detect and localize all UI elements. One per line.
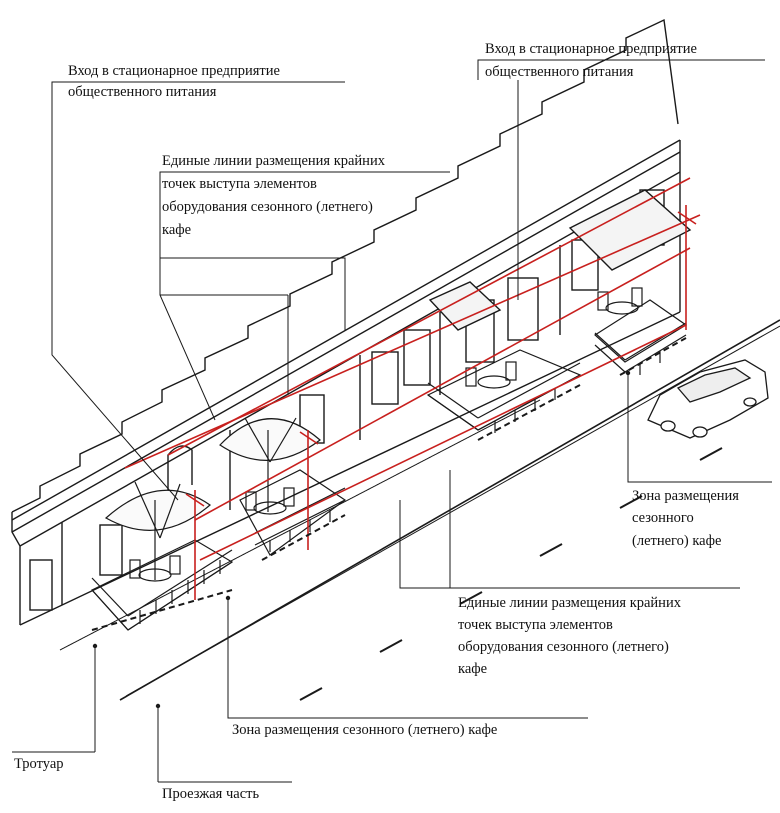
placement-lines <box>124 177 701 600</box>
red-tick <box>677 211 697 225</box>
red-line-upper <box>167 177 691 456</box>
building-parapet <box>11 18 679 513</box>
curb-line-inner <box>125 325 780 697</box>
label-sidewalk: Тротуар <box>14 756 64 772</box>
lane-markings <box>299 447 723 701</box>
umbrella <box>104 489 211 531</box>
awning <box>428 281 502 331</box>
zone-boundary <box>91 337 687 631</box>
cafe-platform <box>426 349 582 431</box>
awning <box>568 189 692 271</box>
cafe-table <box>605 301 639 315</box>
cafe-zone-1 <box>91 481 234 631</box>
facade-door <box>507 277 539 341</box>
railing <box>91 549 233 631</box>
red-line-lower <box>194 247 691 521</box>
label-roadway: Проезжая часть <box>162 786 259 802</box>
label-zone-right: Зона размещения сезонного (летнего) кафе <box>632 488 743 549</box>
cafe-platform <box>91 539 234 631</box>
leader-lines <box>12 59 772 783</box>
red-line-middle <box>124 214 701 469</box>
facade-window <box>99 524 123 576</box>
railing <box>427 362 581 433</box>
cafe-table <box>253 501 287 515</box>
red-tick <box>299 431 319 445</box>
cornice-line-2 <box>11 151 681 533</box>
label-entrance-right: Вход в стационарное предприятие обществе… <box>485 41 701 80</box>
car <box>647 359 769 439</box>
building-left-end <box>11 512 21 625</box>
red-line-outer <box>199 324 687 561</box>
cornice-line-1 <box>11 139 681 521</box>
label-entrance-left: Вход в стационарное предприятие обществе… <box>68 63 284 100</box>
red-tick <box>185 493 205 507</box>
facade-window <box>371 351 399 405</box>
cafe-table <box>477 375 511 389</box>
label-lines-top: Единые линии размещения крайних точек вы… <box>162 153 389 238</box>
label-zone-bottom: Зона размещения сезонного (летнего) кафе <box>232 722 497 738</box>
facade-window <box>403 329 431 386</box>
leader-dots <box>92 370 631 709</box>
label-lines-bottom: Единые линии размещения крайних точек вы… <box>458 595 685 677</box>
building <box>11 18 692 626</box>
cafe-table <box>138 568 172 582</box>
facade-window <box>29 559 53 611</box>
cafe-zone-2 <box>219 417 347 556</box>
